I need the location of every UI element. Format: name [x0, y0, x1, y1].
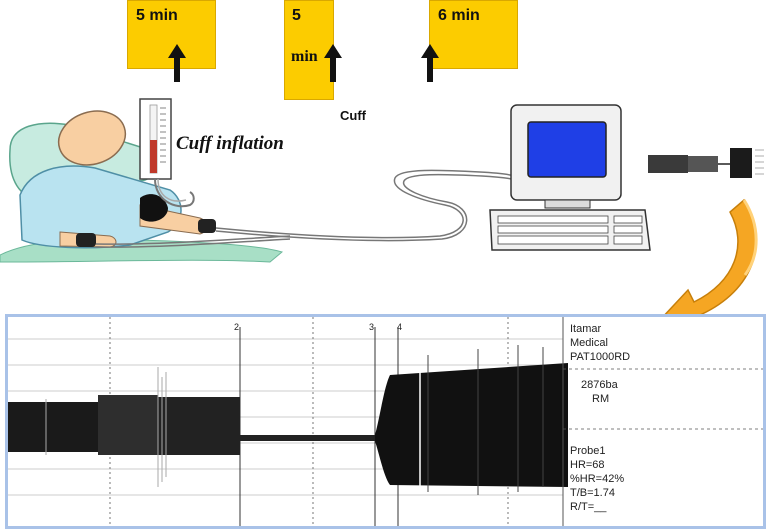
signal-baseline-segment — [98, 395, 158, 455]
recording-id-line: RM — [592, 393, 610, 405]
pat-signal-trace — [8, 317, 763, 526]
timeline-label-baseline: 5 min — [136, 7, 178, 24]
timeline-label-occlusion-unit: min — [291, 48, 318, 65]
probe-info-line: T/B=1.74 — [570, 487, 615, 499]
recording-id-line: 2876ba — [581, 379, 618, 391]
probe-info-line: Probe1 — [570, 445, 606, 457]
probe-info-line: R/T=__ — [570, 501, 607, 513]
finger-probe-left — [76, 233, 96, 247]
cuff-label: Cuff — [340, 108, 366, 123]
arrow-up-icon — [324, 44, 342, 82]
event-marker-3: 3 — [369, 322, 375, 332]
curved-arrow-icon — [663, 198, 758, 315]
device-name-line: Itamar — [570, 323, 602, 335]
probe-info-line: HR=68 — [570, 459, 605, 471]
sensor-cables — [95, 169, 521, 248]
computer-illustration — [489, 104, 651, 251]
arrow-up-icon — [421, 44, 439, 82]
finger-probe-right — [198, 219, 216, 233]
blood-pressure-cuff — [140, 194, 168, 222]
event-marker-2: 2 — [234, 322, 240, 332]
timeline-label-recovery: 6 min — [438, 7, 480, 24]
signal-recovery-segment — [375, 363, 568, 487]
timeline-arrows — [168, 44, 439, 82]
signal-baseline-segment — [8, 402, 98, 452]
procedure-illustration — [0, 44, 767, 315]
trace-thumbnail — [645, 140, 767, 190]
signal-occlusion-segment — [240, 435, 375, 441]
monitor-base — [544, 199, 591, 209]
signal-baseline-segment — [158, 397, 240, 455]
timeline-label-occlusion-number: 5 — [292, 7, 301, 24]
monitor-screen — [527, 121, 607, 178]
device-name-line: PAT1000RD — [570, 351, 631, 363]
pat-trace-panel: 2 3 4 Itamar Medical PAT1000RD 2876ba RM… — [5, 314, 766, 529]
timeline-box-occlusion — [284, 0, 334, 100]
event-marker-4: 4 — [397, 322, 403, 332]
patient-head — [57, 110, 127, 166]
patient-illustration — [0, 110, 284, 263]
probe-info-line: %HR=42% — [570, 473, 625, 485]
device-name-line: Medical — [570, 337, 608, 349]
sphygmomanometer — [139, 98, 195, 208]
timeline-box-recovery — [429, 0, 518, 69]
cuff-inflation-label: Cuff inflation — [176, 133, 284, 154]
arrow-up-icon — [168, 44, 186, 82]
